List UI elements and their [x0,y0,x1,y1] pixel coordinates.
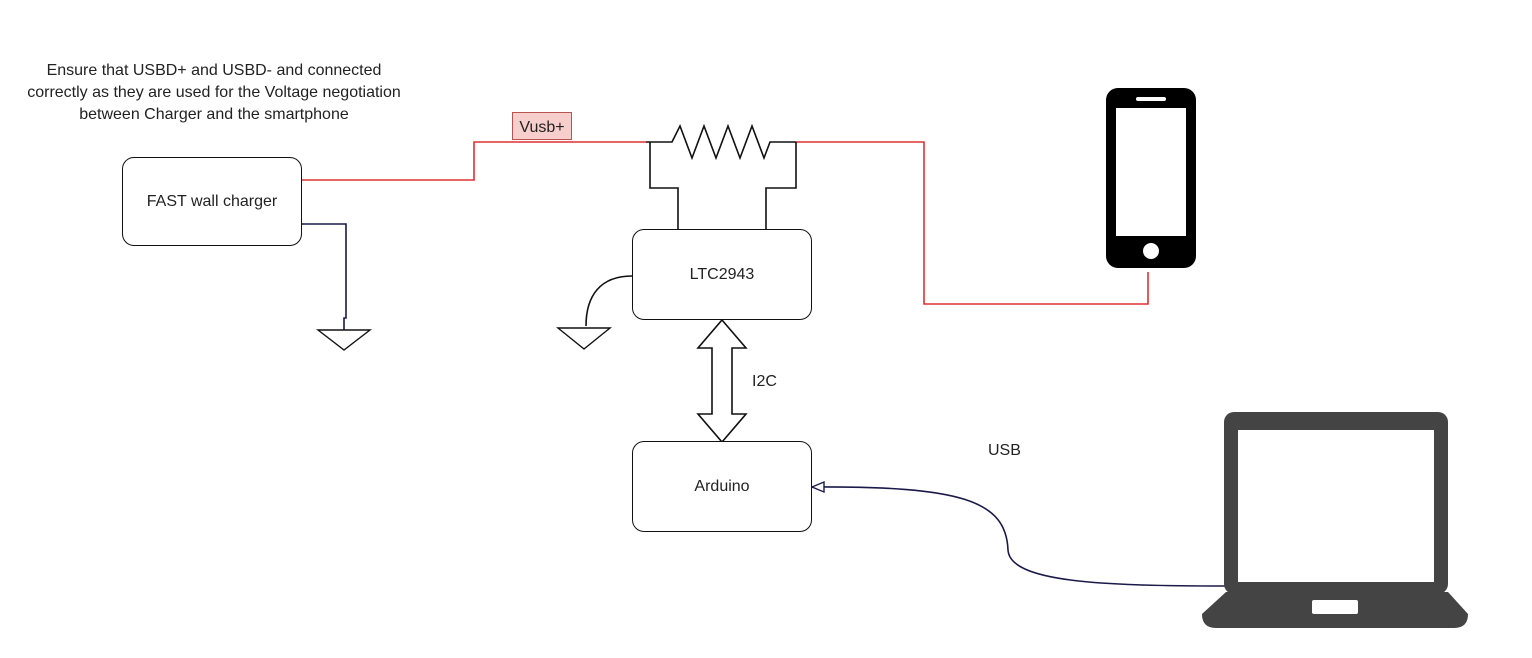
i2c-label: I2C [752,373,777,390]
smartphone-icon [1106,88,1196,268]
fast-wall-charger-label: FAST wall charger [146,192,278,210]
bidirectional-arrow-icon [696,318,748,444]
arduino-block[interactable]: Arduino [632,441,812,532]
resistor-icon [646,123,796,161]
note-line-3: between Charger and the smartphone [79,106,349,123]
ground-wire-ltc [585,275,633,327]
fast-wall-charger-block[interactable]: FAST wall charger [122,157,302,246]
usb-label: USB [988,442,1021,459]
power-wire-phone [796,141,1149,305]
arduino-label: Arduino [694,477,750,495]
note-line-2: correctly as they are used for the Volta… [27,84,401,101]
sense-wire-left [649,142,679,230]
usb-arrowhead [810,480,825,494]
laptop-icon [1202,412,1468,628]
power-wire-charger [302,141,646,181]
ground-icon [315,329,373,351]
ltc2943-block[interactable]: LTC2943 [632,229,812,320]
voltage-negotiation-note: Ensure that USBD+ and USBD- and connecte… [0,60,428,126]
ground-icon [556,327,612,350]
vusb-label-text: Vusb+ [519,119,565,136]
vusb-label: Vusb+ [512,112,572,140]
ltc2943-label: LTC2943 [689,265,755,283]
note-line-1: Ensure that USBD+ and USBD- and connecte… [46,62,382,79]
ground-wire-charger [302,223,347,330]
usb-cable [811,486,1227,587]
sense-wire-right [765,142,797,230]
